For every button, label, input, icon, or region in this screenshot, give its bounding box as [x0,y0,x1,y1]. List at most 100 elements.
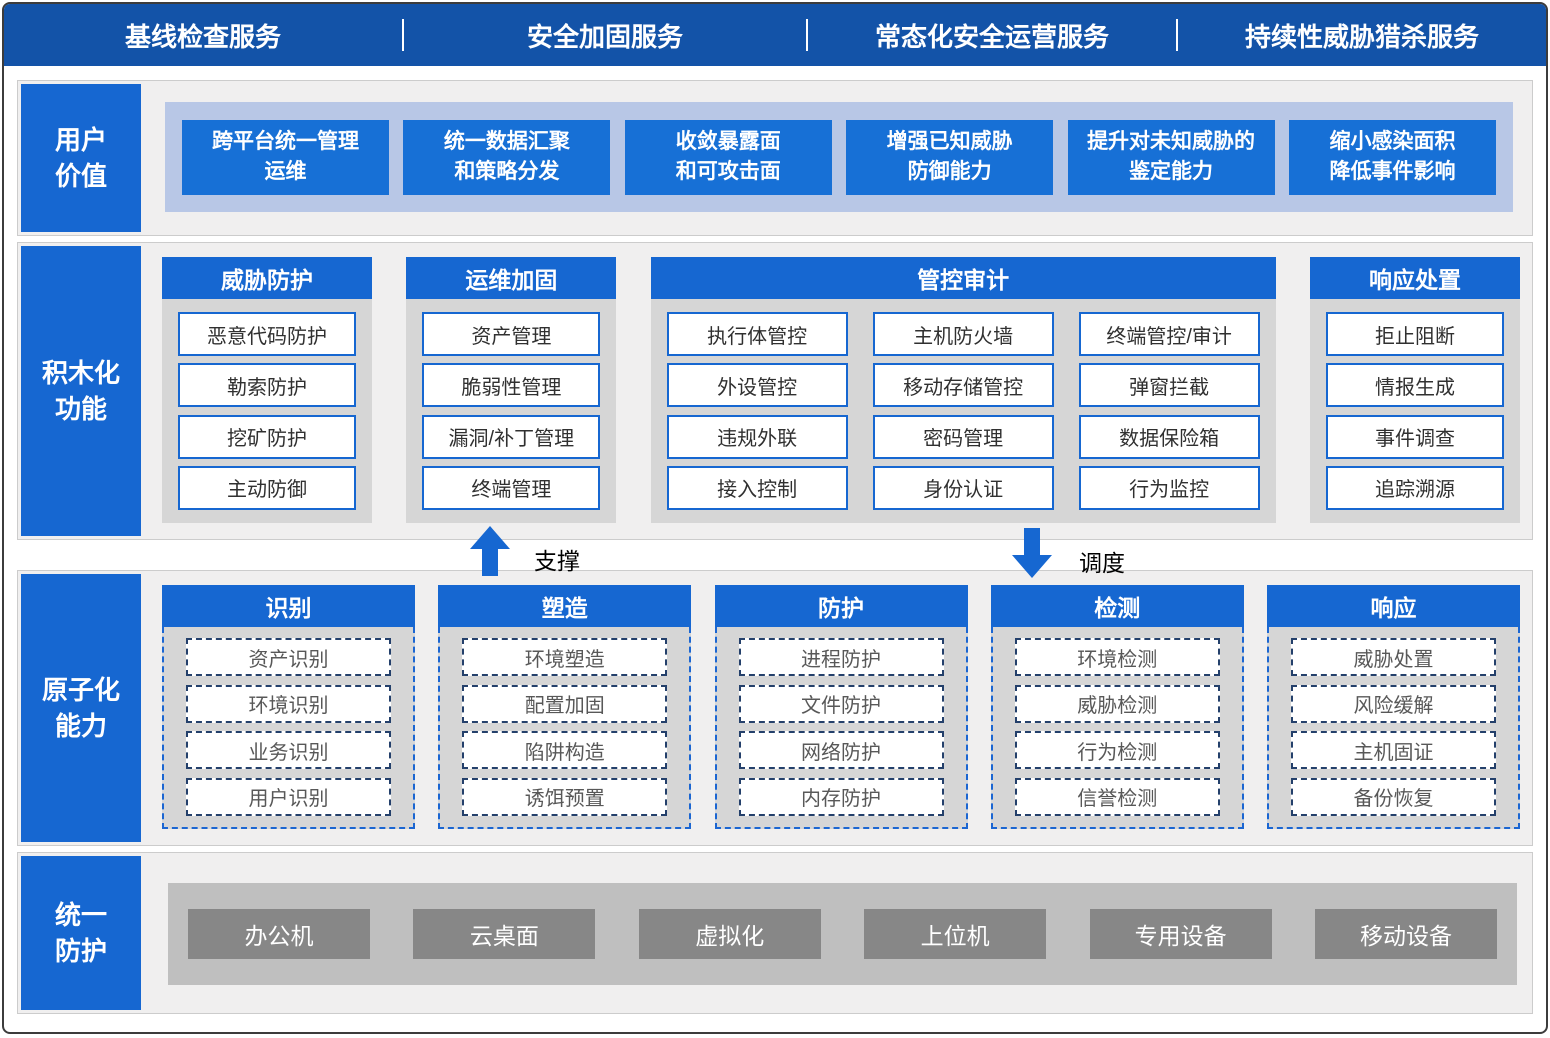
group-header: 运维加固 [406,257,617,299]
ability-item: 诱饵预置 [462,777,668,816]
group-identify: 识别 资产识别 环境识别 业务识别 用户识别 [162,585,415,829]
function-item: 弹窗拦截 [1078,363,1260,408]
atomic-abilities-content: 识别 资产识别 环境识别 业务识别 用户识别 塑造 环境塑造 配置加固 陷阱构造… [144,571,1532,845]
device-item: 上位机 [864,909,1047,959]
group-control-audit: 管控审计 执行体管控 外设管控 违规外联 接入控制 主机防火墙 移动存储管控 密… [650,257,1276,523]
function-item: 身份认证 [872,465,1054,510]
group-body: 环境塑造 配置加固 陷阱构造 诱饵预置 [438,627,692,829]
user-value-row: 用户 价值 跨平台统一管理 运维 统一数据汇聚 和策略分发 收敛暴露面 和可攻击… [17,80,1533,236]
function-item: 移动存储管控 [872,363,1054,408]
group-header: 防护 [714,585,968,627]
ability-item: 资产识别 [186,638,391,676]
ability-item: 风险缓解 [1291,684,1496,723]
group-header: 检测 [990,585,1244,627]
service-tab-security-operations: 常态化安全运营服务 [874,21,1109,52]
group-shape: 塑造 环境塑造 配置加固 陷阱构造 诱饵预置 [438,585,692,829]
function-item: 密码管理 [872,414,1054,459]
user-value-strip: 跨平台统一管理 运维 统一数据汇聚 和策略分发 收敛暴露面 和可攻击面 增强已知… [165,102,1513,212]
ability-item: 内存防护 [738,777,944,816]
user-value-content: 跨平台统一管理 运维 统一数据汇聚 和策略分发 收敛暴露面 和可攻击面 增强已知… [144,81,1532,235]
function-item: 拒止阻断 [1325,312,1504,356]
group-body: 威胁处置 风险缓解 主机固证 备份恢复 [1267,627,1520,829]
function-item: 主动防御 [178,465,356,510]
group-ops-hardening: 运维加固 资产管理 脆弱性管理 漏洞/补丁管理 终端管理 [406,257,617,523]
function-item: 恶意代码防护 [178,312,356,356]
function-item: 资产管理 [422,312,601,356]
user-value-card: 收敛暴露面 和可攻击面 [624,119,832,195]
group-body: 恶意代码防护 勒索防护 挖矿防护 主动防御 [162,299,372,523]
device-strip: 办公机 云桌面 虚拟化 上位机 专用设备 移动设备 [168,883,1517,985]
ability-item: 主机固证 [1291,731,1496,770]
group-column: 执行体管控 外设管控 违规外联 接入控制 [666,312,848,510]
user-value-card: 统一数据汇聚 和策略分发 [403,119,611,195]
function-item: 接入控制 [666,465,848,510]
arrow-band [4,540,1546,570]
group-header: 管控审计 [650,257,1276,299]
function-item: 事件调查 [1325,414,1504,459]
topbar-divider [402,19,404,51]
service-tab-baseline-check: 基线检查服务 [124,21,281,52]
function-item: 数据保险箱 [1078,414,1260,459]
ability-item: 环境塑造 [462,638,668,676]
ability-item: 行为检测 [1014,731,1220,770]
function-item: 勒索防护 [178,363,356,408]
ability-item: 陷阱构造 [462,731,668,770]
service-tab-security-hardening: 安全加固服务 [526,21,683,52]
ability-item: 进程防护 [738,638,944,676]
group-protect: 防护 进程防护 文件防护 网络防护 内存防护 [714,585,968,829]
group-body: 资产管理 脆弱性管理 漏洞/补丁管理 终端管理 [406,299,617,523]
group-body: 执行体管控 外设管控 违规外联 接入控制 主机防火墙 移动存储管控 密码管理 身… [650,299,1276,523]
function-item: 挖矿防护 [178,414,356,459]
function-item: 情报生成 [1325,363,1504,408]
group-column: 主机防火墙 移动存储管控 密码管理 身份认证 [872,312,1054,510]
group-response-handling: 响应处置 拒止阻断 情报生成 事件调查 追踪溯源 [1309,257,1520,523]
device-item: 办公机 [188,909,370,959]
ability-item: 用户识别 [186,777,391,816]
function-item: 终端管控/审计 [1078,312,1260,356]
group-header: 响应处置 [1309,257,1520,299]
user-value-card: 增强已知威胁 防御能力 [846,119,1054,195]
group-respond: 响应 威胁处置 风险缓解 主机固证 备份恢复 [1267,585,1520,829]
user-value-card: 缩小感染面积 降低事件影响 [1288,119,1496,195]
group-header: 响应 [1267,585,1520,627]
support-arrow-label: 支撑 [534,548,580,574]
ability-item: 网络防护 [738,731,944,770]
support-up-arrow-icon [470,526,510,576]
ability-item: 配置加固 [462,684,668,723]
modular-functions-content: 威胁防护 恶意代码防护 勒索防护 挖矿防护 主动防御 运维加固 资产管理 脆弱性… [144,243,1532,539]
ability-item: 威胁检测 [1014,684,1220,723]
dispatch-down-arrow-icon [1012,528,1052,578]
ability-item: 文件防护 [738,684,944,723]
atomic-abilities-row: 原子化 能力 识别 资产识别 环境识别 业务识别 用户识别 塑造 环境塑造 配置… [17,570,1533,846]
group-column: 终端管控/审计 弹窗拦截 数据保险箱 行为监控 [1078,312,1260,510]
function-item: 行为监控 [1078,465,1260,510]
ability-item: 环境识别 [186,684,391,723]
ability-item: 信誉检测 [1014,777,1220,816]
dispatch-arrow-label: 调度 [1079,550,1125,576]
function-item: 执行体管控 [666,312,848,356]
ability-item: 备份恢复 [1291,777,1496,816]
row-label-atomic-abilities: 原子化 能力 [21,574,141,842]
function-item: 主机防火墙 [872,312,1054,356]
function-item: 追踪溯源 [1325,465,1504,510]
group-header: 威胁防护 [162,257,372,299]
row-label-modular-functions: 积木化 功能 [21,246,141,536]
function-item: 脆弱性管理 [422,363,601,408]
function-item: 漏洞/补丁管理 [422,414,601,459]
device-item: 虚拟化 [638,909,821,959]
group-body: 资产识别 环境识别 业务识别 用户识别 [162,627,415,829]
unified-protection-row: 统一 防护 办公机 云桌面 虚拟化 上位机 专用设备 移动设备 [17,852,1533,1014]
row-label-unified-protection: 统一 防护 [21,856,141,1010]
modular-functions-row: 积木化 功能 威胁防护 恶意代码防护 勒索防护 挖矿防护 主动防御 运维加固 资… [17,242,1533,540]
function-item: 终端管理 [422,465,601,510]
group-header: 识别 [162,585,415,627]
group-body: 拒止阻断 情报生成 事件调查 追踪溯源 [1309,299,1520,523]
group-body: 进程防护 文件防护 网络防护 内存防护 [714,627,968,829]
user-value-card: 跨平台统一管理 运维 [182,119,389,195]
service-tab-threat-hunting: 持续性威胁猎杀服务 [1244,21,1479,52]
topbar-divider [806,19,808,51]
row-label-user-value: 用户 价值 [21,84,141,232]
group-body: 环境检测 威胁检测 行为检测 信誉检测 [990,627,1244,829]
device-item: 移动设备 [1314,909,1497,959]
